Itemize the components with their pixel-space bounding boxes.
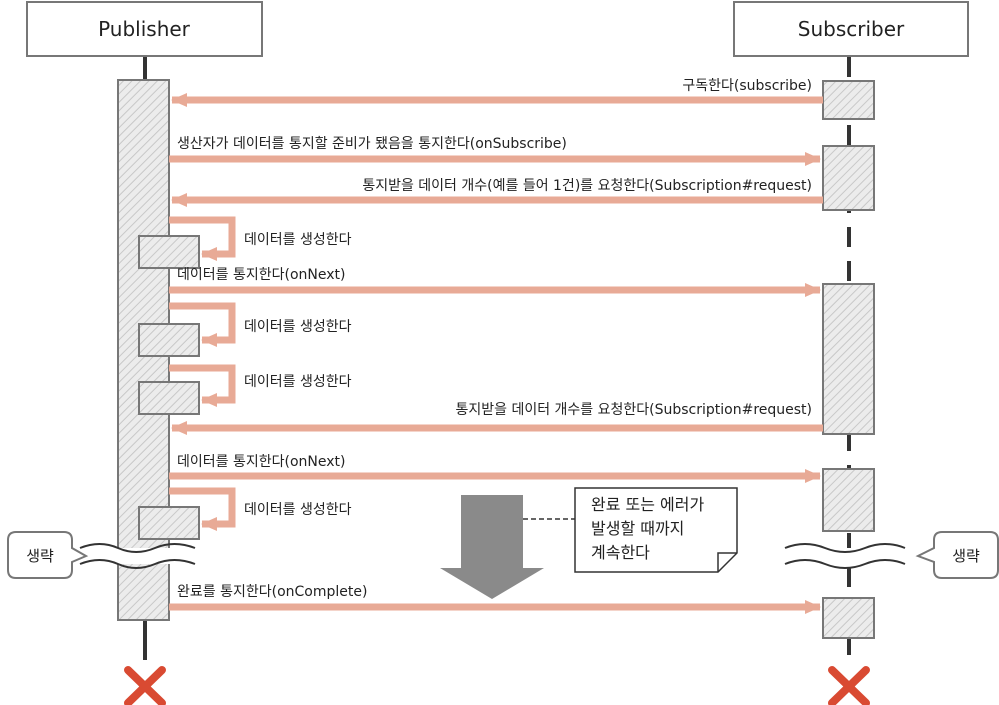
message-request-2: 통지받을 데이터 개수를 요청한다(Subscription#request) <box>171 402 823 435</box>
publisher-participant: Publisher <box>26 1 263 57</box>
publisher-self-activation-1 <box>138 235 200 269</box>
omitted-label: 생략 <box>952 547 980 565</box>
subscriber-activation-4 <box>822 468 875 532</box>
self-call-generate-3: 데이터를 생성한다 <box>169 364 352 407</box>
subscriber-activation-5 <box>822 597 875 639</box>
note-line-3: 계속한다 <box>591 543 650 562</box>
message-label: 데이터를 생성한다 <box>244 319 352 335</box>
publisher-self-activation-2 <box>138 323 200 357</box>
publisher-self-activation-4 <box>138 506 200 540</box>
message-on-next-2: 데이터를 통지한다(onNext) <box>169 454 821 483</box>
publisher-terminate-x-icon <box>124 666 166 705</box>
continue-down-arrow <box>440 495 544 599</box>
message-label: 데이터를 생성한다 <box>244 502 352 518</box>
message-subscribe: 구독한다(subscribe) <box>171 78 823 107</box>
subscriber-title: Subscriber <box>798 17 905 41</box>
message-label: 데이터를 통지한다(onNext) <box>177 267 345 283</box>
right-break-squiggle <box>784 543 915 569</box>
subscriber-activation-1 <box>822 80 875 120</box>
left-break-squiggle <box>78 543 208 569</box>
message-on-complete: 완료를 통지한다(onComplete) <box>169 584 821 614</box>
message-label: 통지받을 데이터 개수(예를 들어 1건)를 요청한다(Subscription… <box>362 178 812 194</box>
message-label: 통지받을 데이터 개수를 요청한다(Subscription#request) <box>455 402 812 418</box>
subscriber-terminate-x-icon <box>828 666 870 705</box>
subscriber-participant: Subscriber <box>733 1 969 57</box>
message-label: 구독한다(subscribe) <box>682 78 812 94</box>
publisher-self-activation-3 <box>138 381 200 415</box>
message-on-subscribe: 생산자가 데이터를 통지할 준비가 됐음을 통지한다(onSubscribe) <box>169 136 821 166</box>
message-label: 데이터를 통지한다(onNext) <box>177 454 345 470</box>
self-call-generate-4: 데이터를 생성한다 <box>169 487 352 531</box>
message-on-next-1: 데이터를 통지한다(onNext) <box>169 267 821 297</box>
message-label: 데이터를 생성한다 <box>244 232 352 248</box>
message-label: 데이터를 생성한다 <box>244 374 352 390</box>
note-line-2: 발생할 때까지 <box>591 519 684 538</box>
omitted-label: 생략 <box>26 547 54 565</box>
note-line-1: 완료 또는 에러가 <box>591 495 704 514</box>
self-call-generate-1: 데이터를 생성한다 <box>169 216 352 261</box>
note-box: 완료 또는 에러가 발생할 때까지 계속한다 <box>574 487 738 573</box>
message-request-1: 통지받을 데이터 개수(예를 들어 1건)를 요청한다(Subscription… <box>171 178 823 207</box>
subscriber-activation-2 <box>822 145 875 211</box>
message-label: 완료를 통지한다(onComplete) <box>177 584 367 600</box>
omitted-callout-right: 생략 <box>915 531 999 579</box>
self-call-generate-2: 데이터를 생성한다 <box>169 302 352 347</box>
message-label: 생산자가 데이터를 통지할 준비가 됐음을 통지한다(onSubscribe) <box>177 136 567 152</box>
omitted-callout-left: 생략 <box>7 531 89 579</box>
subscriber-activation-3 <box>822 283 875 435</box>
publisher-title: Publisher <box>98 17 191 41</box>
